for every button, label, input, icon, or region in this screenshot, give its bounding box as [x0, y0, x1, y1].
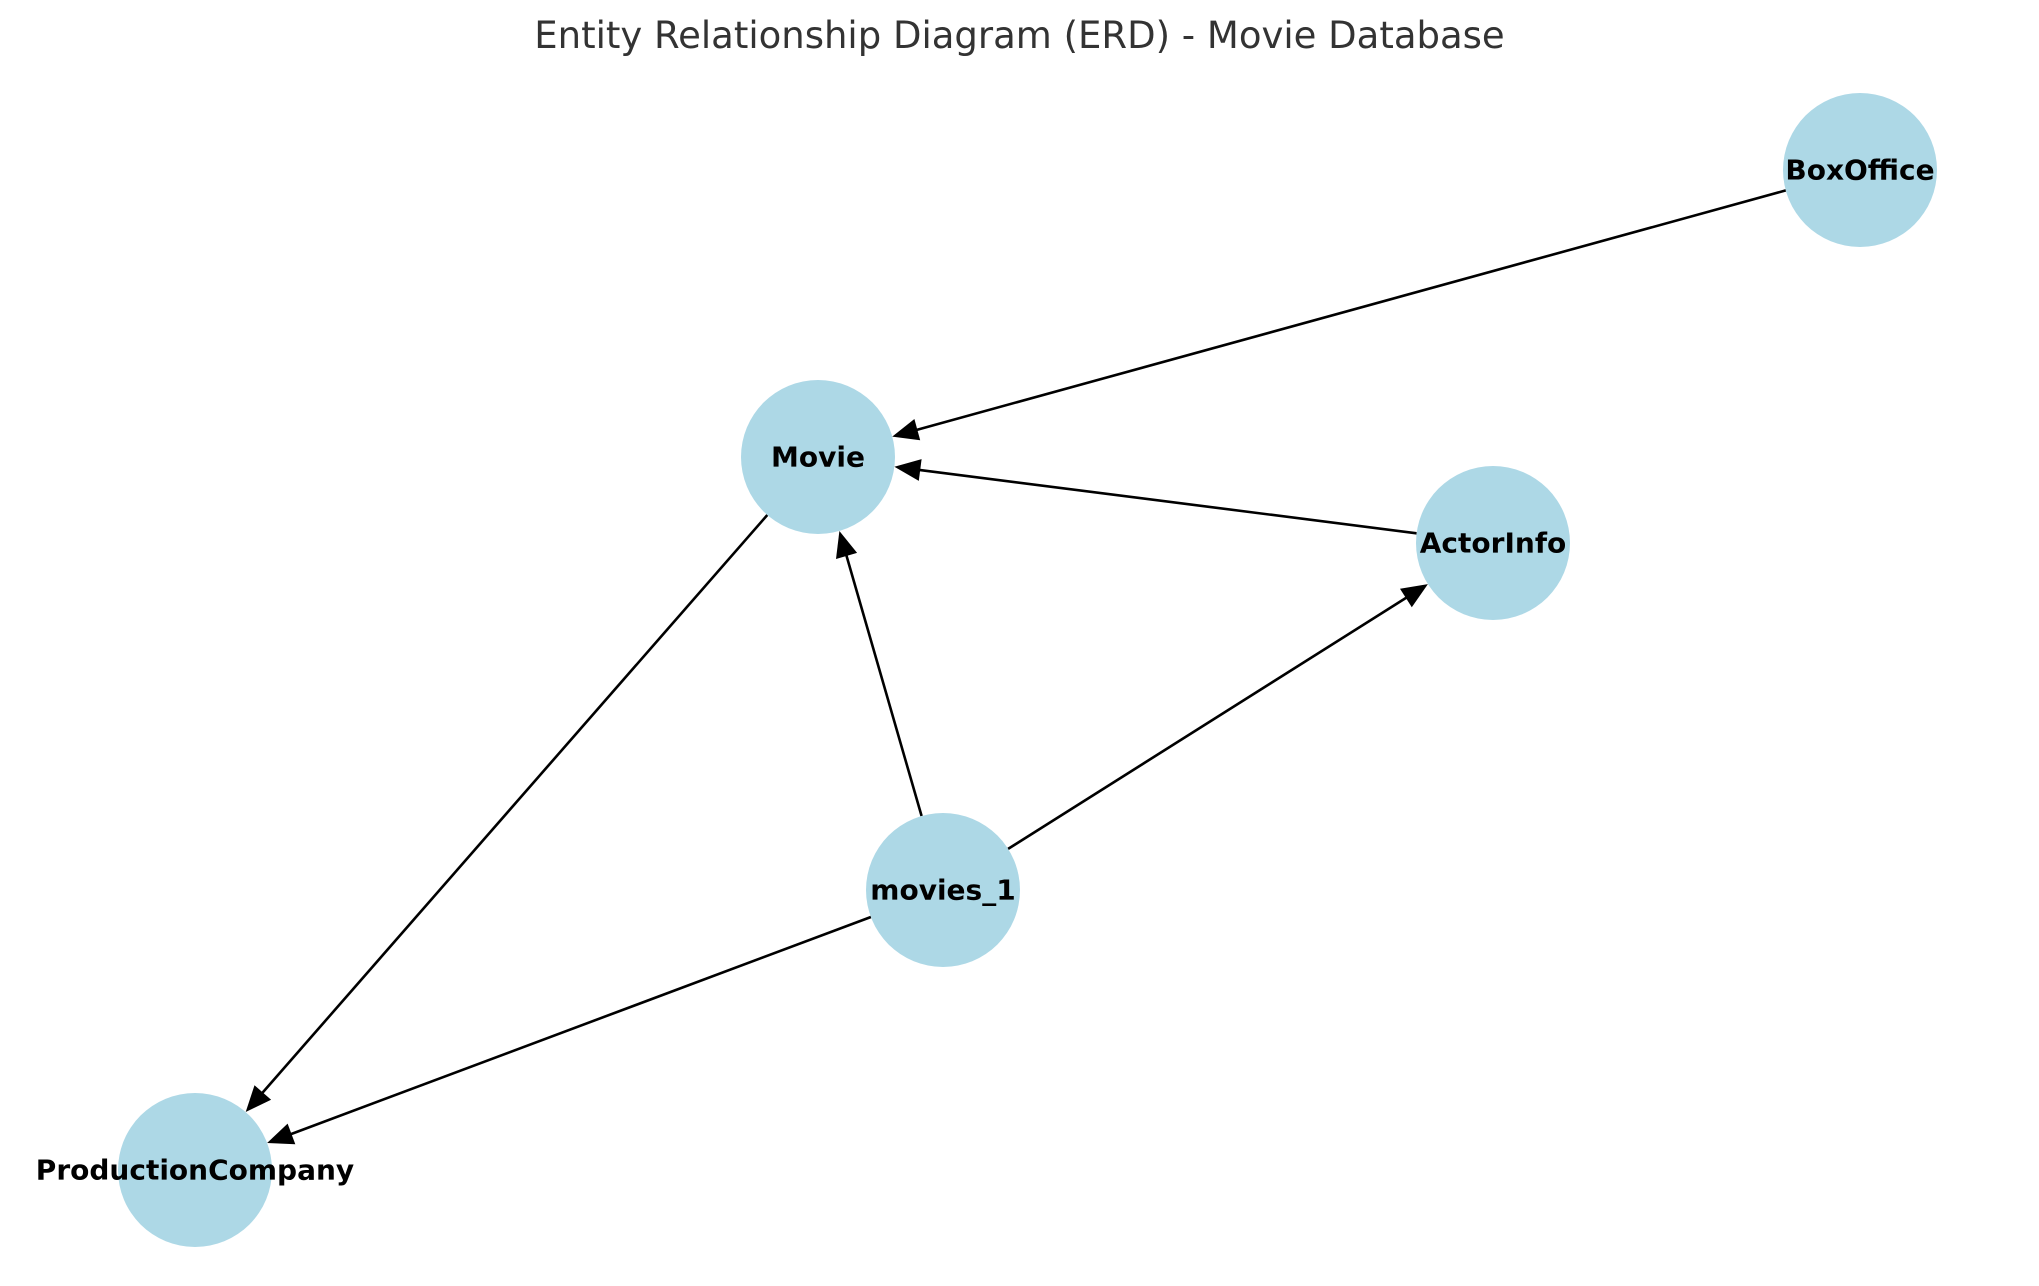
- entity-label: ProductionCompany: [36, 1154, 354, 1187]
- edge-actorinfo-to-movie: [894, 459, 1417, 535]
- edge-line: [289, 915, 872, 1136]
- entity-node-movie[interactable]: Movie: [741, 380, 895, 534]
- edge-movies-1-to-movie: [836, 531, 923, 817]
- entity-circle: [118, 1093, 272, 1247]
- edge-line: [918, 468, 1417, 535]
- entity-circle: [741, 380, 895, 534]
- edge-boxoffice-to-movie: [892, 189, 1787, 441]
- diagram-title: Entity Relationship Diagram (ERD) - Movi…: [534, 14, 1504, 57]
- entity-label: Movie: [771, 441, 865, 474]
- entity-node-actorinfo[interactable]: ActorInfo: [1416, 466, 1570, 620]
- arrowhead-icon: [894, 459, 922, 481]
- arrowhead-icon: [267, 1123, 296, 1145]
- entity-label: movies_1: [870, 874, 1015, 907]
- arrowhead-icon: [836, 531, 858, 559]
- arrowhead-icon: [1400, 584, 1428, 608]
- arrowhead-icon: [245, 1085, 272, 1112]
- entity-label: BoxOffice: [1785, 154, 1934, 187]
- edge-movies-1-to-productioncompany: [267, 915, 872, 1145]
- entity-node-movies-1[interactable]: movies_1: [866, 813, 1020, 967]
- entity-circle: [866, 813, 1020, 967]
- edge-line: [260, 514, 769, 1095]
- entity-node-productioncompany[interactable]: ProductionCompany: [36, 1093, 354, 1247]
- entity-circle: [1783, 93, 1937, 247]
- edges-layer: [245, 189, 1787, 1145]
- edge-movie-to-productioncompany: [245, 514, 769, 1112]
- edge-line: [844, 553, 923, 817]
- entity-label: ActorInfo: [1420, 527, 1566, 560]
- edge-movies-1-to-actorinfo: [1007, 584, 1428, 850]
- entity-node-boxoffice[interactable]: BoxOffice: [1783, 93, 1937, 247]
- arrowhead-icon: [892, 419, 921, 441]
- edge-line: [915, 189, 1787, 432]
- edge-line: [1007, 595, 1409, 850]
- entity-circle: [1416, 466, 1570, 620]
